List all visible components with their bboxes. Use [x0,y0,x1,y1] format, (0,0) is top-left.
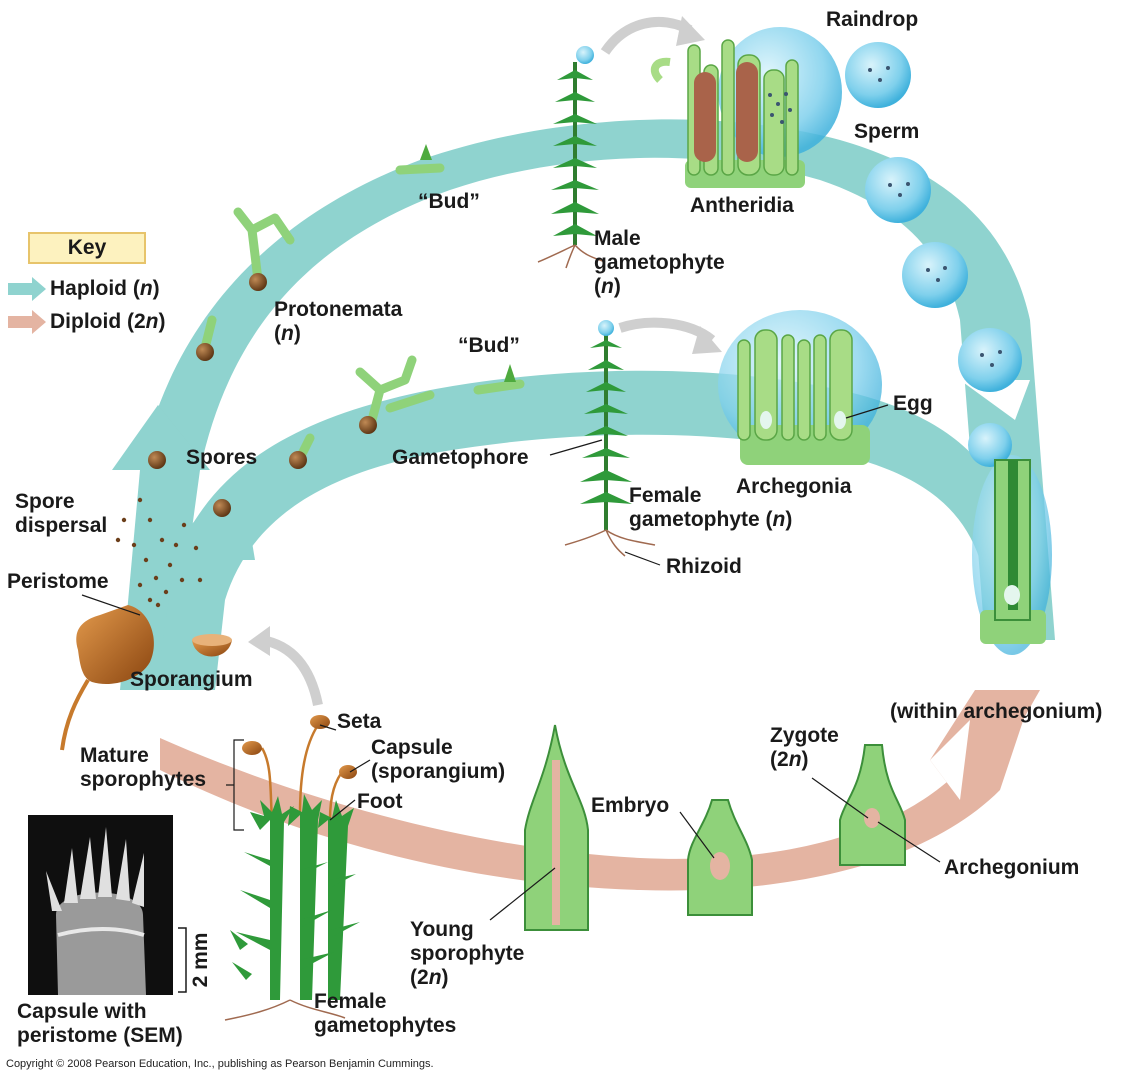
male-ploidy: n [601,275,614,298]
label-capsule: Capsule (sporangium) [371,736,506,783]
haploid-arrow-icon [8,277,46,301]
young-ploidy: n [428,966,442,989]
haploid-label: Haploid ( [50,277,140,300]
zygote-ploidy: n [788,748,802,771]
leader-lines [81,404,941,921]
label-spore-dispersal: Spore dispersal [15,490,108,537]
sporangium-cup [192,634,232,657]
gray-arrow-top-head [676,16,705,46]
gray-arrow-mid-head [692,326,722,354]
label-female-gametophyte: Female gametophyte (n) [629,484,793,531]
female-gametophyte-plant [564,320,656,557]
gray-arrow-top [600,16,693,55]
label-sperm: Sperm [854,120,920,143]
scale-label: 2 mm [189,932,212,988]
gray-arrow-sporophyte [260,635,323,707]
female-ploidy: n [772,508,786,531]
protonemata-ploidy: n [281,322,294,345]
young-sporophyte-tissue [524,724,589,931]
diploid-label: Diploid (2 [50,310,146,333]
embryo-tissue [687,799,753,916]
zygote-archegonium-tissue [839,744,906,866]
label-female-gametophytes: Female gametophytes [314,990,457,1037]
label-capsule-sem: Capsule with peristome (SEM) [17,1000,183,1047]
diploid-ploidy: n [145,310,159,333]
label-bud-top: “Bud” [418,190,480,213]
copyright-notice: Copyright © 2008 Pearson Education, Inc.… [6,1058,434,1070]
diploid-arrow-head-notch [930,720,970,800]
dispersal-dots [115,497,203,608]
diploid-arrow [160,700,1030,891]
label-rhizoid: Rhizoid [666,555,742,578]
sperm-cells [868,66,1002,367]
peristome-capsule [60,605,154,751]
label-male-gametophyte: Male gametophyte(n) [594,227,725,298]
label-protonemata: Protonemata(n) [274,298,403,345]
label-within-archegonium: (within archegonium) [890,700,1103,723]
spore-bodies [148,273,377,517]
label-raindrop: Raindrop [826,8,919,31]
label-gametophore: Gametophore [392,446,529,469]
label-seta: Seta [337,710,382,733]
label-embryo: Embryo [591,794,670,817]
haploid-ploidy: n [139,277,153,300]
outer-arrow-head-up [112,405,210,470]
label-young-sporophyte: Young sporophyte (2n) [410,918,525,989]
sperm-drop-1 [845,42,911,108]
label-egg: Egg [893,392,933,415]
antheridia-illustration [650,27,842,188]
label-archegonia: Archegonia [736,475,852,498]
sperm-drop-2 [865,157,931,223]
mature-sporophytes-bracket [226,739,244,831]
key-title: Key [28,232,146,264]
capsule-sem-image [28,815,173,995]
fertilization-archegonium [968,423,1052,655]
diploid-arrow-icon [8,310,46,334]
scale-bar [178,927,187,993]
label-spores: Spores [186,446,258,469]
mature-sporophytes-plants [224,715,360,1021]
male-gametophyte-plant [537,46,606,269]
label-mature-sporophytes: Mature sporophytes [80,744,207,791]
label-zygote: Zygote (2n) [770,724,839,771]
haploid-close: ) [152,277,160,300]
bud-icons [420,144,516,382]
label-archegonium: Archegonium [944,856,1080,879]
label-sporangium: Sporangium [130,668,253,691]
archegonia-illustration [718,310,882,465]
inner-haploid-arrow [155,370,1010,690]
inner-arrow-head-up [160,470,255,560]
diploid-close: ) [158,310,166,333]
label-peristome: Peristome [7,570,109,593]
sperm-drop-3 [902,242,968,308]
outer-arrow-head-down [960,380,1030,420]
label-bud-mid: “Bud” [458,334,520,357]
key-haploid-row: Haploid (n) [8,276,160,302]
gray-arrow-sporophyte-head [248,626,270,656]
label-foot: Foot [357,790,403,813]
label-antheridia: Antheridia [690,194,794,217]
sperm-drop-4 [958,328,1022,392]
